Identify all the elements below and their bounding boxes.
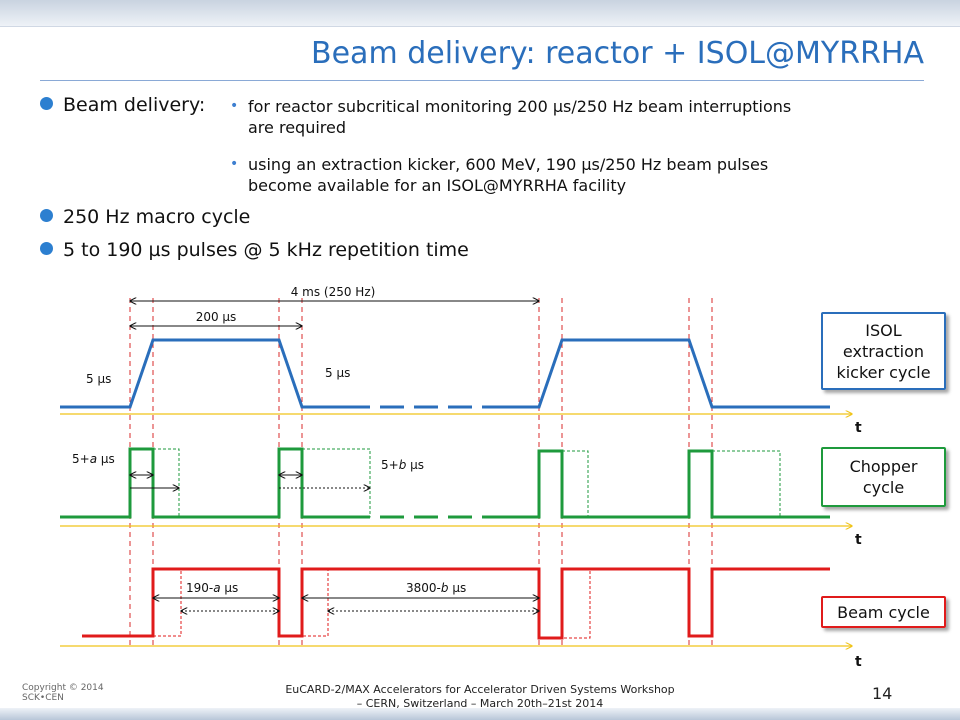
- chopper-window: [301, 448, 371, 518]
- beam-b-label: 3800-b µs: [406, 581, 466, 595]
- sub-bullet-text-line1: for reactor subcritical monitoring 200 µ…: [248, 97, 792, 116]
- bullet-text: Beam delivery:: [63, 94, 206, 116]
- bottom-decor-bar: [0, 708, 960, 720]
- isol-kicker-trace: [60, 338, 830, 409]
- beam-a-label: 190-a µs: [186, 581, 238, 595]
- bullet-pulses: 5 to 190 µs pulses @ 5 kHz repetition ti…: [40, 239, 469, 261]
- chopper-a-label: 5+a µs: [72, 452, 115, 466]
- sub-bullet-icon: •: [230, 156, 239, 172]
- legend-chopper-box: Chopper cycle: [821, 447, 946, 507]
- chopper-b-label: 5+b µs: [381, 458, 424, 472]
- copyright-line: Copyright © 2014: [22, 683, 104, 693]
- bullet-dot-icon: [40, 97, 53, 110]
- footer-copyright: Copyright © 2014 SCK•CEN: [22, 683, 104, 703]
- time-axes: [60, 414, 852, 646]
- time-axis-labels: t t t: [855, 420, 862, 670]
- legend-chopper-text: Chopper cycle: [849, 457, 918, 497]
- beam-t-label: t: [855, 654, 862, 670]
- beam-window: [561, 568, 591, 639]
- event-line1: EuCARD-2/MAX Accelerators for Accelerato…: [285, 683, 675, 696]
- sub-bullet-reactor: • for reactor subcritical monitoring 200…: [230, 96, 918, 138]
- sub-bullet-text-line1: using an extraction kicker, 600 MeV, 190…: [248, 155, 769, 174]
- chopper-variable-windows: [152, 448, 781, 518]
- copyright-org: SCK•CEN: [22, 693, 64, 703]
- period-label: 4 ms (250 Hz): [291, 285, 376, 299]
- interrupt-label: 200 µs: [196, 310, 237, 324]
- sub-bullet-isol: • using an extraction kicker, 600 MeV, 1…: [230, 154, 918, 196]
- chopper-t-label: t: [855, 532, 862, 548]
- chopper-trace: [60, 447, 830, 519]
- sub-bullet-text-line2: become available for an ISOL@MYRRHA faci…: [248, 176, 627, 195]
- dimension-labels: 4 ms (250 Hz) 200 µs 5 µs 5 µs 5+a µs 5+…: [72, 285, 466, 595]
- rise-label: 5 µs: [86, 372, 111, 386]
- bullet-text: 250 Hz macro cycle: [63, 206, 251, 228]
- isol-t-label: t: [855, 420, 862, 436]
- bullet-text: 5 to 190 µs pulses @ 5 kHz repetition ti…: [63, 239, 469, 261]
- sub-bullet-text-line2: are required: [248, 118, 346, 137]
- fall-label: 5 µs: [325, 366, 350, 380]
- beam-variable-windows: [152, 568, 591, 639]
- chopper-window: [152, 448, 180, 518]
- page-number: 14: [872, 684, 893, 703]
- legend-beam-box: Beam cycle: [821, 596, 946, 628]
- slide-title: Beam delivery: reactor + ISOL@MYRRHA: [311, 36, 924, 71]
- beam-window: [152, 568, 182, 637]
- dimension-arrows: [130, 301, 539, 611]
- title-divider: [40, 80, 924, 81]
- legend-isol-box: ISOL extraction kicker cycle: [821, 312, 946, 390]
- legend-isol-text: ISOL extraction kicker cycle: [836, 320, 931, 382]
- chopper-window: [711, 450, 781, 518]
- bullet-beam-delivery: Beam delivery:: [40, 94, 205, 116]
- bullet-macro-cycle: 250 Hz macro cycle: [40, 206, 250, 228]
- beam-trace: [82, 567, 830, 640]
- legend-beam-text: Beam cycle: [837, 602, 930, 622]
- chopper-window: [561, 450, 589, 518]
- bullet-dot-icon: [40, 242, 53, 255]
- bullet-dot-icon: [40, 209, 53, 222]
- top-decor-bar: [0, 0, 960, 27]
- event-line2: – CERN, Switzerland – March 20th–21st 20…: [356, 697, 604, 710]
- sub-bullet-icon: •: [230, 98, 239, 114]
- beam-window: [301, 568, 329, 637]
- footer-event: EuCARD-2/MAX Accelerators for Accelerato…: [260, 683, 700, 711]
